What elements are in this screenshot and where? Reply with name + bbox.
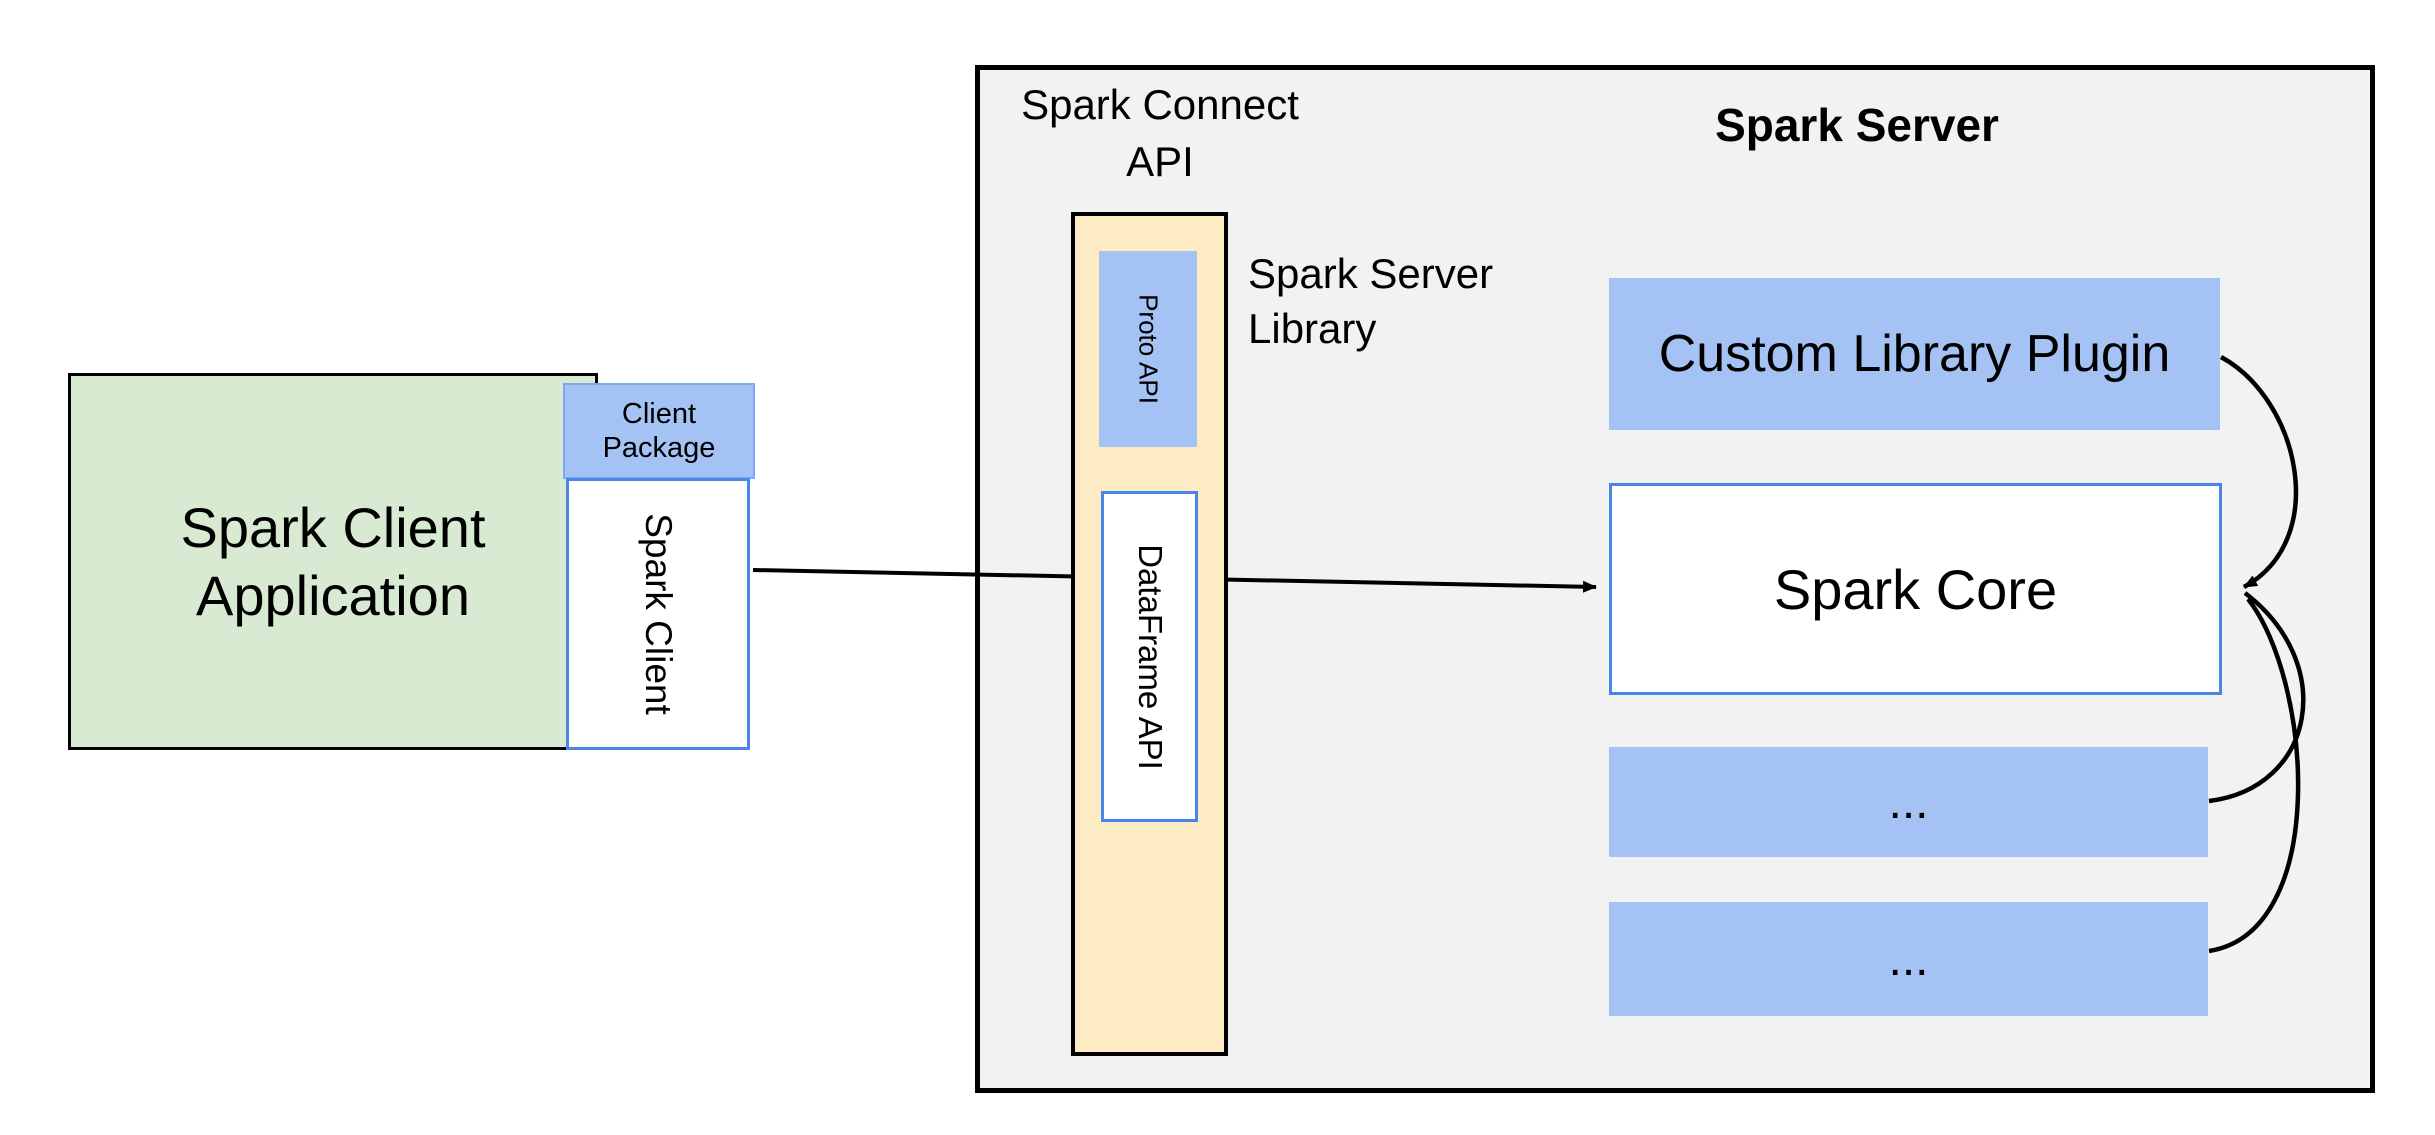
plugin-more-label-1: ... (1888, 775, 1929, 829)
plugin-more-label-2: ... (1888, 932, 1929, 986)
dataframe-api-label: DataFrame API (1131, 543, 1169, 770)
spark-core-box: Spark Core (1609, 483, 2222, 695)
spark-connect-api-bar: Proto API DataFrame API (1071, 212, 1228, 1056)
custom-library-plugin-label: Custom Library Plugin (1658, 325, 2171, 383)
dataframe-api-box: DataFrame API (1101, 491, 1198, 822)
spark-client-application-label-line1: Spark Client (180, 495, 486, 559)
client-package-label-line1: Client (621, 398, 697, 430)
spark-connect-api-line2: API (1126, 138, 1194, 185)
proto-api-box: Proto API (1099, 251, 1197, 447)
spark-connect-api-line1: Spark Connect (1021, 81, 1299, 128)
spark-client-application-box: Spark Client Application (68, 373, 598, 750)
proto-api-label: Proto API (1133, 294, 1164, 404)
client-package-box: Client Package (563, 383, 755, 479)
custom-library-plugin-box: Custom Library Plugin (1609, 278, 2220, 430)
spark-client-box: Spark Client (566, 478, 750, 750)
spark-server-library-line2: Library (1248, 305, 1377, 352)
spark-server-library-line1: Spark Server (1248, 250, 1494, 297)
spark-core-label: Spark Core (1773, 557, 2058, 621)
spark-server-library-label: Spark Server Library (1248, 246, 1668, 356)
spark-connect-api-label: Spark Connect API (860, 76, 1460, 190)
client-package-label-line2: Package (602, 432, 716, 464)
plugin-more-box-2: ... (1609, 902, 2208, 1016)
plugin-more-box-1: ... (1609, 747, 2208, 857)
spark-client-application-label-line2: Application (196, 563, 470, 627)
spark-server-title: Spark Server (1715, 99, 1999, 151)
spark-client-label: Spark Client (638, 513, 679, 715)
